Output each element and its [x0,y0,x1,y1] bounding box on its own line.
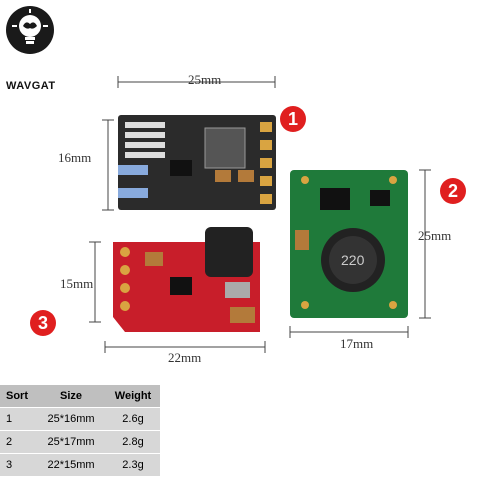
board-3-width-label: 22mm [168,350,202,365]
table-row: 3 22*15mm 2.3g [0,454,160,477]
board-3-badge: 3 [30,310,56,336]
brand-name: WAVGAT [6,80,56,92]
cell-size: 25*16mm [47,413,95,425]
board-2-width-label: 17mm [340,336,374,351]
brain-bulb-icon [12,9,48,44]
spec-table: Sort Size Weight 1 25*16mm 2.6g 2 25*17m… [0,385,160,477]
svg-text:220: 220 [341,252,365,268]
board-1-badge: 1 [280,106,306,132]
table-row: 1 25*16mm 2.6g [0,408,160,431]
cell-sort: 2 [6,436,13,448]
board-3-illustration [89,227,266,353]
board-3-height-label: 15mm [60,276,94,291]
cell-size: 22*15mm [47,459,95,471]
header-weight: Weight [114,390,152,402]
cell-weight: 2.3g [122,459,144,471]
board-1-width-label: 25mm [188,72,222,87]
board-1-illustration [102,76,276,211]
board-1-height-label: 16mm [58,150,92,165]
header-size: Size [59,390,82,402]
cell-size: 25*17mm [47,436,95,448]
board-2-height-label: 25mm [418,228,452,243]
cell-sort: 3 [6,459,13,471]
cell-sort: 1 [6,413,13,425]
board-2-badge: 2 [440,178,466,204]
brand-logo-icon [6,6,54,54]
table-row: 2 25*17mm 2.8g [0,431,160,454]
header-sort: Sort [6,390,28,402]
board-2-illustration: 220 [289,169,431,338]
table-header-row: Sort Size Weight [0,385,160,408]
cell-weight: 2.6g [122,413,144,425]
cell-weight: 2.8g [122,436,144,448]
